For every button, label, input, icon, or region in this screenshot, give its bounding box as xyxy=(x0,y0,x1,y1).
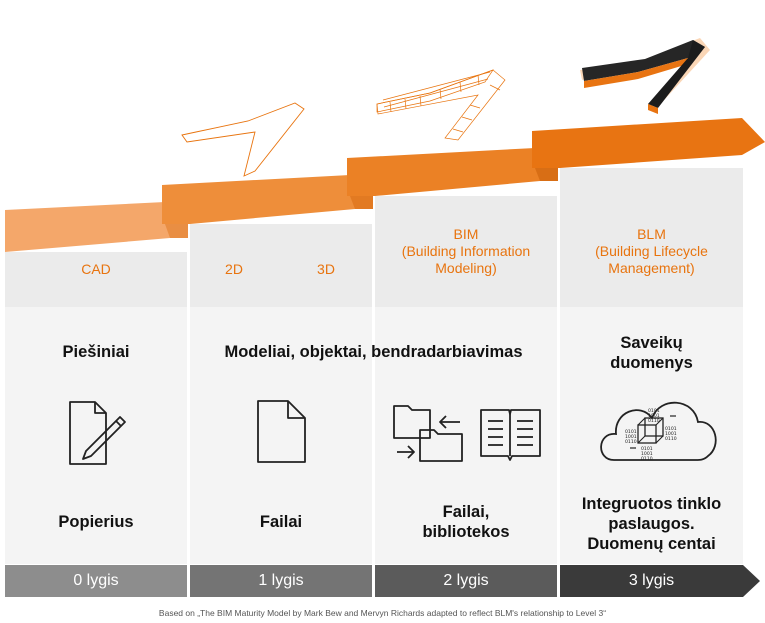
svg-text:1001: 1001 xyxy=(648,413,660,419)
bim-subtitle-line-1: (Building Information xyxy=(401,243,531,259)
medium-files-libraries-line-2: bibliotekos xyxy=(422,523,510,541)
svg-text:0110: 0110 xyxy=(648,418,660,424)
column-backgrounds xyxy=(5,168,743,564)
stage-label-3d: 3D xyxy=(317,261,335,277)
stage-label-2d: 2D xyxy=(225,261,243,277)
folders-sync-icon xyxy=(393,405,463,462)
pencil-document-icon xyxy=(69,401,126,465)
topic-interaction-data-line-1: Saveikų xyxy=(620,334,683,352)
level-bar-2 xyxy=(375,565,557,597)
solid-model-icon xyxy=(580,38,710,114)
level-label-3: 3 lygis xyxy=(628,572,675,589)
svg-text:0110: 0110 xyxy=(625,439,637,445)
medium-web-services-line-2: paslaugos. xyxy=(608,515,695,533)
ribbon-step-3 xyxy=(532,118,765,168)
level-bar-1 xyxy=(190,565,372,597)
medium-web-services: Integruotos tinklo paslaugos. Duomenų ce… xyxy=(560,494,743,554)
level-bar-0 xyxy=(5,565,187,597)
medium-files: Failai xyxy=(259,513,303,531)
topic-interaction-data-line-2: duomenys xyxy=(610,354,693,372)
svg-text:0101: 0101 xyxy=(625,429,637,435)
svg-text:1001: 1001 xyxy=(641,451,653,457)
medium-files-libraries-line-1: Failai, xyxy=(442,503,490,521)
medium-paper: Popierius xyxy=(58,513,134,531)
open-book-icon xyxy=(480,409,541,461)
medium-web-services-line-3: Duomenų centai xyxy=(587,535,716,553)
wireframe-2d-icon xyxy=(181,102,305,177)
level-label-2: 2 lygis xyxy=(443,572,489,589)
wireframe-3d-icon xyxy=(376,69,506,141)
svg-text:1001: 1001 xyxy=(665,431,677,437)
svg-text:0110: 0110 xyxy=(641,456,653,462)
blm-title: BLM xyxy=(637,226,666,242)
step-ribbons xyxy=(5,118,765,252)
svg-text:0101: 0101 xyxy=(641,446,653,452)
level-bar-3 xyxy=(560,565,760,597)
svg-text:0101: 0101 xyxy=(665,426,677,432)
topic-models: Modeliai, objektai, bendradarbiavimas xyxy=(224,343,523,361)
svg-text:0110: 0110 xyxy=(665,436,677,442)
bim-subtitle-line-2: Modeling) xyxy=(435,260,497,276)
blm-subtitle-line-2: Management) xyxy=(608,260,695,276)
svg-text:1001: 1001 xyxy=(625,434,637,440)
stage-label-blm: BLM (Building Lifecycle Management) xyxy=(560,226,743,277)
source-caption: Based on „The BIM Maturity Model by Mark… xyxy=(158,608,607,618)
topic-interaction-data: Saveikų duomenys xyxy=(560,333,743,373)
blm-subtitle-line-1: (Building Lifecycle xyxy=(595,243,708,259)
svg-text:0101: 0101 xyxy=(648,408,660,414)
topic-drawings: Piešiniai xyxy=(62,343,130,361)
bim-title: BIM xyxy=(453,226,479,242)
document-icon xyxy=(257,400,306,463)
medium-web-services-line-1: Integruotos tinklo xyxy=(581,495,722,513)
medium-files-libraries: Failai, bibliotekos xyxy=(375,502,557,542)
level-bars xyxy=(5,565,760,597)
level-label-0: 0 lygis xyxy=(73,572,119,589)
ribbon-step-0 xyxy=(5,202,188,252)
ribbon-step-1 xyxy=(162,175,373,224)
stage-label-bim: BIM (Building Information Modeling) xyxy=(375,226,557,277)
ribbon-step-2 xyxy=(347,148,558,196)
cloud-data-icon: 0101 1001 0110 0101 1001 0110 0101 1001 … xyxy=(600,401,717,462)
stage-label-cad: CAD xyxy=(81,261,111,277)
level-label-1: 1 lygis xyxy=(258,572,304,589)
